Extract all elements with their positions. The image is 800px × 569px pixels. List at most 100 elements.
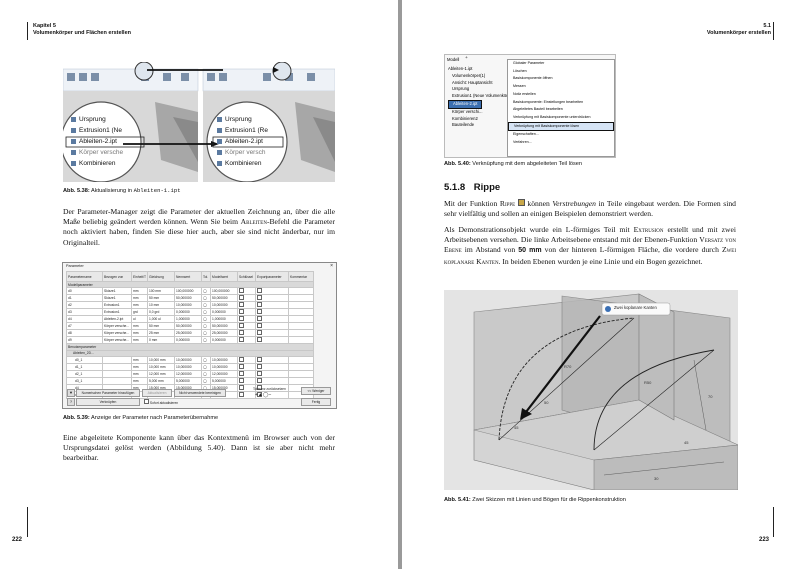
menu-item[interactable]: Löschen: [513, 68, 527, 73]
cell[interactable]: [255, 377, 290, 386]
cell[interactable]: 50 mm: [147, 294, 176, 303]
add-numeric-parameter-button[interactable]: Numerischen Parameter hinzufügen: [76, 389, 140, 397]
cell[interactable]: [255, 356, 290, 365]
col-header[interactable]: Tol.: [201, 271, 212, 282]
cell[interactable]: [255, 329, 290, 338]
tree-item[interactable]: Extrusion1 (Neue Volumenkörp: [452, 93, 510, 99]
checkbox[interactable]: [239, 378, 245, 384]
cell[interactable]: [288, 377, 315, 386]
cell[interactable]: 1,000 ul: [147, 315, 176, 324]
checkbox[interactable]: [239, 330, 245, 336]
cell[interactable]: [288, 356, 315, 365]
checkbox[interactable]: [239, 302, 245, 308]
less-button[interactable]: << Weniger: [301, 387, 331, 395]
cell[interactable]: [255, 363, 290, 372]
checkbox[interactable]: [257, 364, 263, 370]
cell[interactable]: 0 mm: [147, 336, 176, 345]
checkbox[interactable]: [239, 295, 245, 301]
checkbox[interactable]: [257, 302, 263, 308]
cell[interactable]: [237, 315, 257, 324]
tree-item-selected[interactable]: Ableiten-2.ipt: [448, 99, 482, 109]
cell[interactable]: [255, 287, 290, 296]
menu-item[interactable]: Eigenschaften...: [513, 132, 539, 137]
cell[interactable]: [237, 370, 257, 379]
checkbox[interactable]: [239, 288, 245, 294]
cell[interactable]: [255, 294, 290, 303]
cell[interactable]: [237, 391, 257, 400]
tolerance-icons[interactable]: +▲◯−: [255, 392, 272, 398]
cell[interactable]: 0,0 grd: [147, 308, 176, 317]
tree-item[interactable]: Volumenkörper(1): [452, 72, 486, 78]
checkbox[interactable]: [257, 295, 263, 301]
help-icon[interactable]: ?: [67, 398, 75, 406]
tree-item[interactable]: Ansicht: Hauptansicht: [452, 79, 493, 85]
checkbox[interactable]: [144, 399, 149, 404]
cell[interactable]: [237, 329, 257, 338]
cell[interactable]: [237, 301, 257, 310]
cell[interactable]: [288, 287, 315, 296]
cell[interactable]: [237, 308, 257, 317]
checkbox[interactable]: [257, 357, 263, 363]
close-icon[interactable]: ×: [330, 263, 333, 269]
cell[interactable]: [288, 329, 315, 338]
menu-item[interactable]: Globaler Parameter: [513, 61, 545, 65]
checkbox[interactable]: [239, 364, 245, 370]
tree-item[interactable]: Ursprung: [452, 86, 470, 92]
group-row[interactable]: Benutzerparameter: [65, 343, 315, 351]
checkbox[interactable]: [257, 385, 263, 391]
done-button[interactable]: Fertig: [301, 398, 331, 406]
checkbox[interactable]: [257, 371, 263, 377]
cell[interactable]: [288, 294, 315, 303]
col-header[interactable]: Einheit/T: [130, 271, 149, 282]
menu-item[interactable]: Abgeleitetes Bauteil bearbeiten: [513, 107, 563, 112]
cell[interactable]: 10 mm: [147, 301, 176, 310]
link-button[interactable]: Verknüpfen: [76, 398, 140, 406]
cell[interactable]: 10,000 mm: [147, 363, 176, 372]
checkbox[interactable]: [257, 337, 263, 343]
tree-item[interactable]: Bauteilende: [452, 122, 475, 128]
menu-item[interactable]: Verfahren...: [513, 140, 532, 145]
tree-item[interactable]: Kombinieren2: [452, 115, 478, 121]
menu-item[interactable]: Basiskomponente öffnen: [513, 76, 553, 81]
checkbox[interactable]: [239, 371, 245, 377]
col-header[interactable]: Parametername: [66, 271, 103, 282]
col-header[interactable]: Bezogen von: [102, 271, 132, 282]
checkbox[interactable]: [239, 323, 245, 329]
cell[interactable]: 50 mm: [147, 322, 176, 331]
checkbox[interactable]: [239, 309, 245, 315]
checkbox[interactable]: [257, 323, 263, 329]
col-header[interactable]: Nennwert: [174, 271, 203, 282]
immediate-update-option[interactable]: Sofort aktualisieren: [144, 399, 178, 405]
cell[interactable]: 100 mm: [147, 287, 176, 296]
cell[interactable]: [237, 363, 257, 372]
menu-item[interactable]: Verknüpfung mit Basiskomponente unterdrü…: [513, 114, 591, 119]
cell[interactable]: 10,000 mm: [147, 356, 176, 365]
checkbox[interactable]: [239, 392, 245, 398]
purge-unused-button[interactable]: Nicht verwendete bereinigen: [174, 389, 226, 397]
col-header[interactable]: Kommentar: [288, 271, 315, 282]
checkbox[interactable]: [257, 378, 263, 384]
checkbox[interactable]: [239, 316, 245, 322]
update-button[interactable]: Aktualisieren: [142, 389, 172, 397]
checkbox[interactable]: [257, 288, 263, 294]
col-header[interactable]: Modellwert: [210, 271, 239, 282]
checkbox[interactable]: [257, 392, 263, 398]
group-row[interactable]: Ableiten_2D...: [65, 349, 315, 358]
cell[interactable]: [237, 356, 257, 365]
cell[interactable]: [237, 377, 257, 386]
cell[interactable]: 5,000 mm: [147, 377, 176, 386]
cell[interactable]: [255, 315, 290, 324]
checkbox[interactable]: [239, 385, 245, 391]
cell[interactable]: 25 mm: [147, 329, 176, 338]
cell[interactable]: [288, 336, 315, 345]
cell[interactable]: [255, 308, 290, 317]
filter-icon[interactable]: ▼: [67, 389, 75, 397]
